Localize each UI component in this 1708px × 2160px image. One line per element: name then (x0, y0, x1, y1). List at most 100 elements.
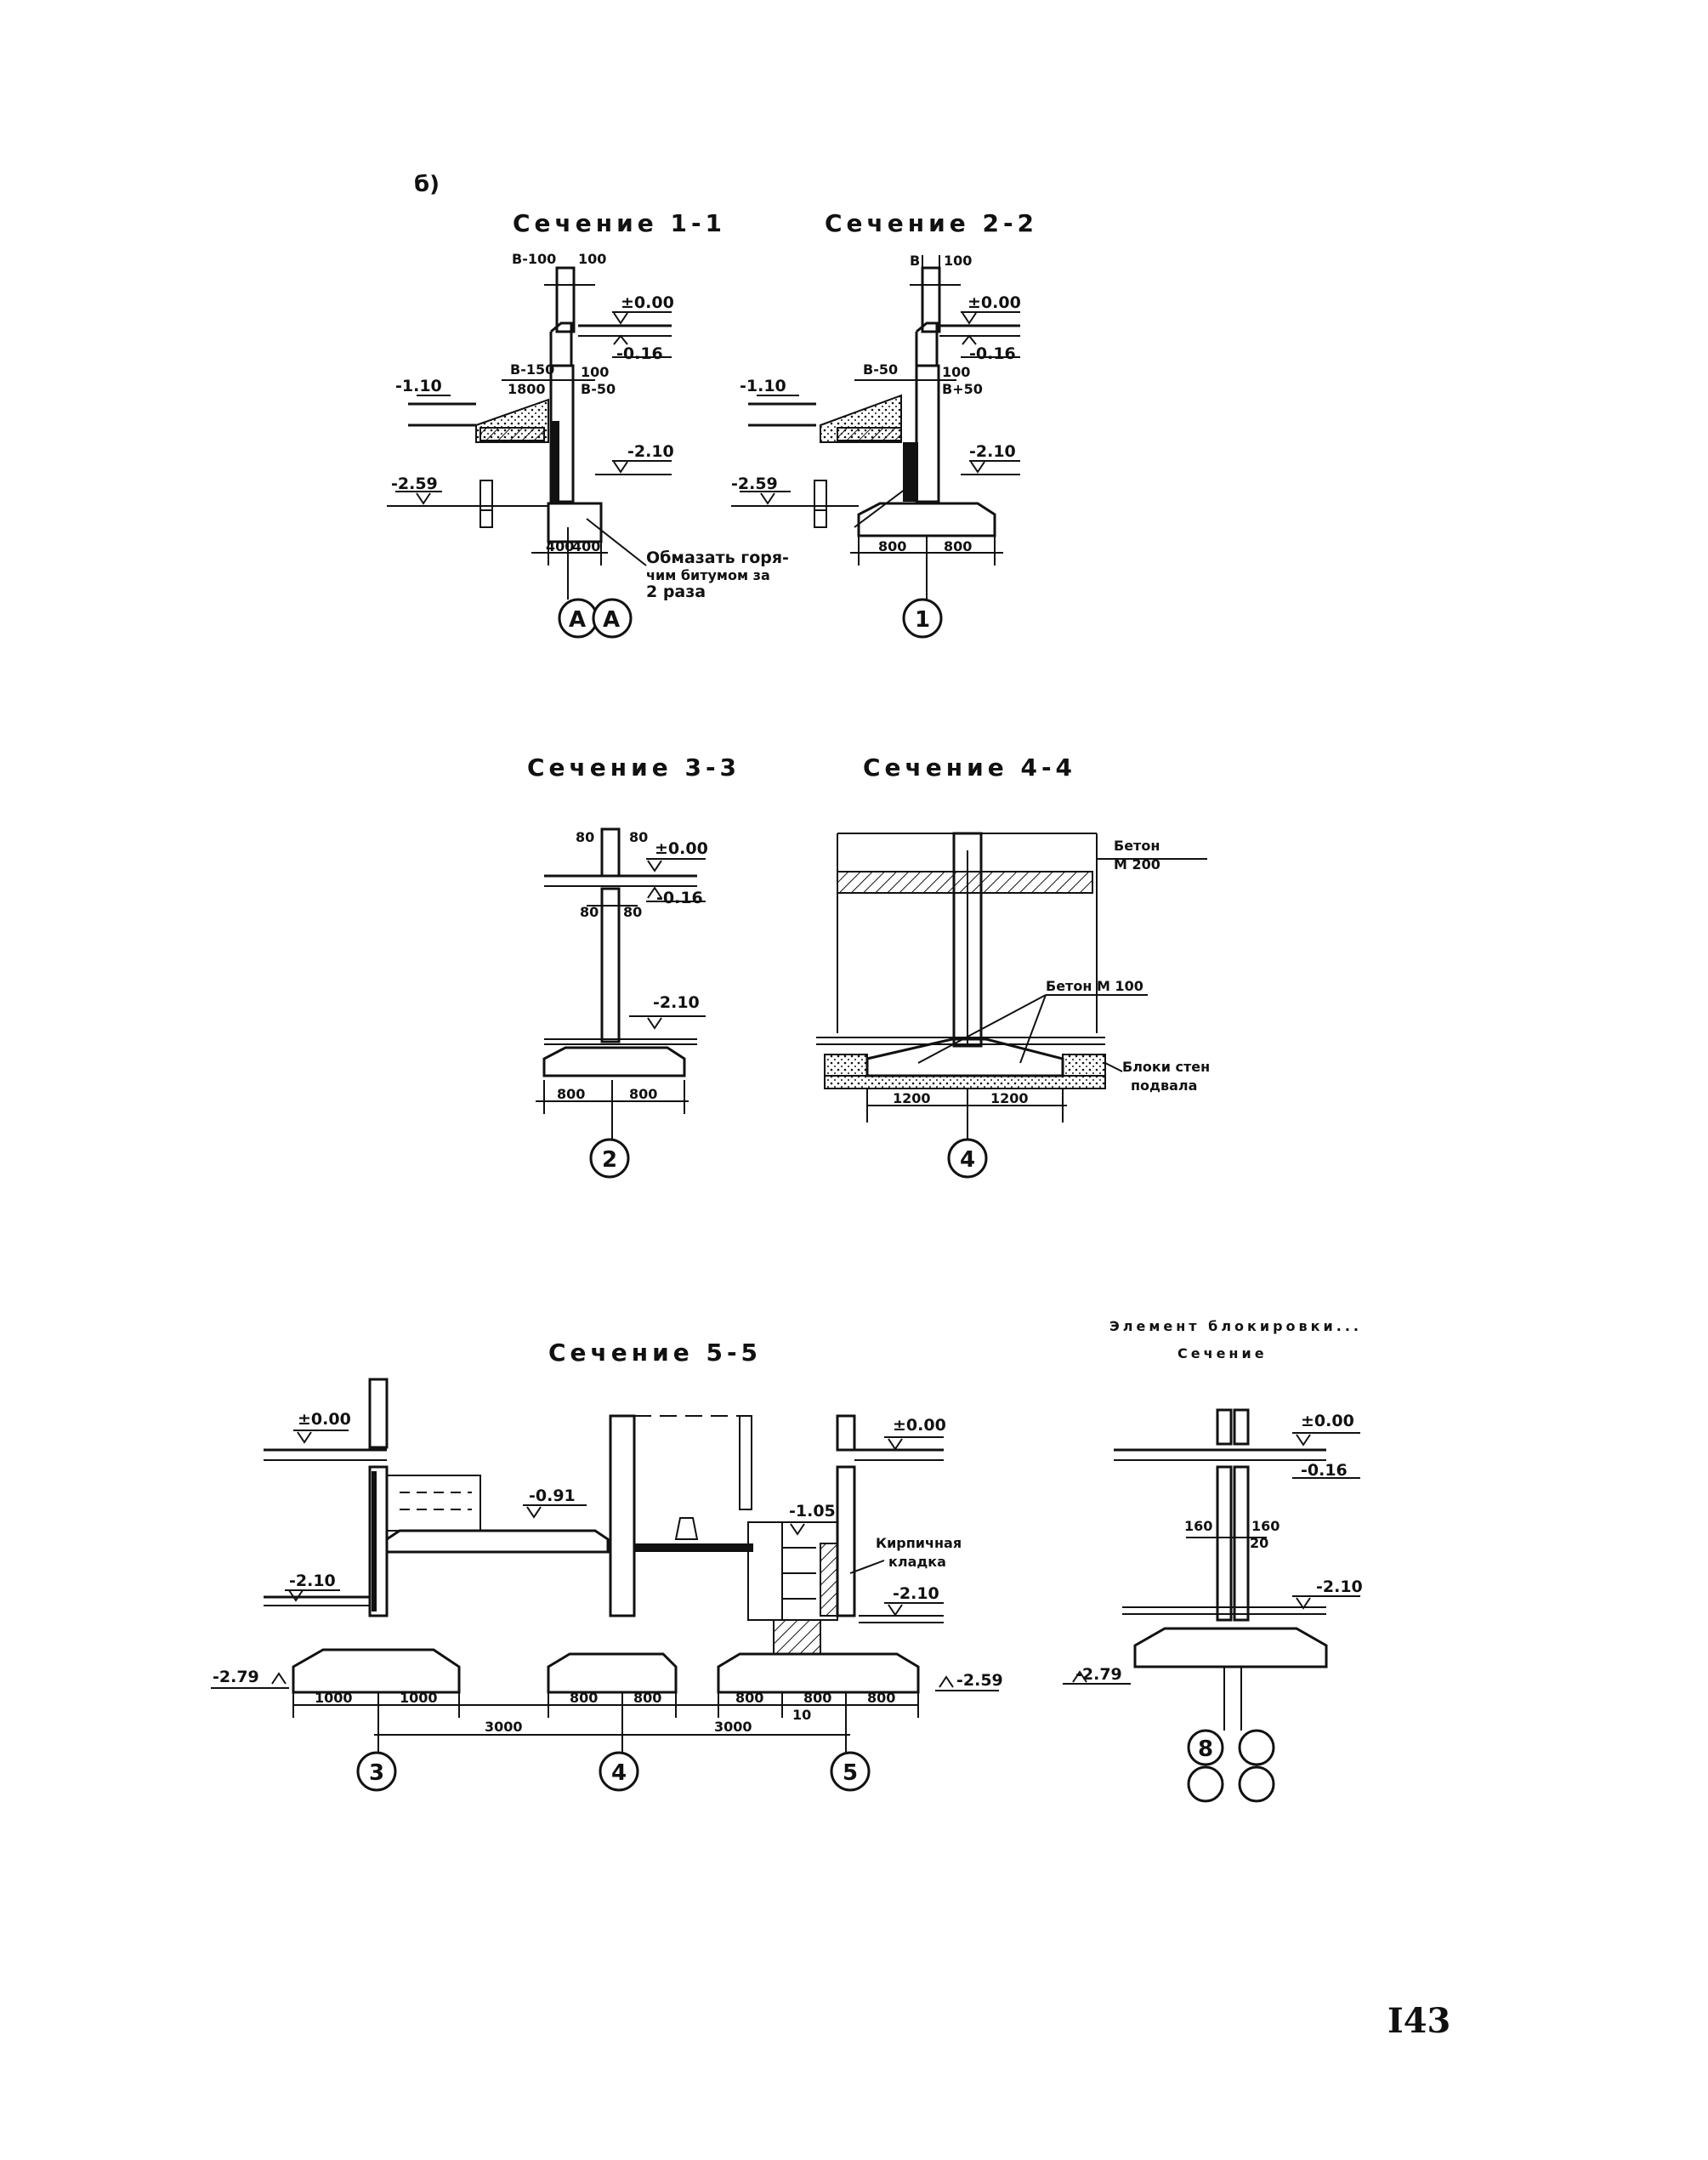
section-3-3: Сечение 3-3 80 80 80 80 ±0.00 -0.16 -2.1… (527, 753, 741, 1179)
svg-text:3000: 3000 (714, 1719, 752, 1735)
s55-axis-marker-5 (830, 1751, 871, 1792)
svg-text:100: 100 (578, 251, 606, 267)
s44-concrete-band (837, 871, 1093, 894)
svg-text:4: 4 (611, 1760, 627, 1786)
svg-text:3000: 3000 (485, 1719, 523, 1735)
svg-text:-2.79: -2.79 (213, 1668, 259, 1686)
s55-axis-marker-4 (599, 1751, 639, 1792)
svg-text:800: 800 (570, 1690, 598, 1706)
section-1-1: Сечение 1-1 B-100 100 ±0.00 -0.16 B-150 … (387, 209, 789, 639)
svg-text:-2.10: -2.10 (289, 1572, 336, 1590)
se-axis-marker-8 (1187, 1729, 1224, 1766)
svg-text:Бетон М 100: Бетон М 100 (1046, 978, 1143, 994)
svg-text:80: 80 (580, 904, 599, 920)
se-axis-marker-blank (1238, 1729, 1275, 1766)
s22-axis-marker (902, 598, 943, 639)
section-4-4: Сечение 4-4 Бетон М 200 Бетон М 100 Блок… (816, 753, 1210, 1179)
svg-text:-2.10: -2.10 (627, 442, 674, 461)
svg-text:-0.91: -0.91 (529, 1486, 576, 1505)
s55-footing-center (547, 1652, 678, 1694)
svg-text:10: 10 (792, 1707, 811, 1723)
svg-text:1200: 1200 (893, 1090, 931, 1106)
element-section-subtitle: Сечение (1177, 1345, 1268, 1361)
svg-text:М 200: М 200 (1114, 856, 1160, 873)
svg-text:±0.00: ±0.00 (967, 293, 1021, 312)
svg-text:800: 800 (629, 1086, 657, 1102)
svg-text:±0.00: ±0.00 (298, 1410, 351, 1429)
s33-axis-marker (589, 1138, 630, 1179)
svg-text:160: 160 (1184, 1518, 1212, 1534)
svg-text:800: 800 (944, 538, 972, 554)
se-axis-marker-blank-3 (1238, 1765, 1275, 1803)
s11-note-line2: чим битумом за (646, 567, 770, 583)
svg-text:-2.10: -2.10 (893, 1584, 939, 1603)
s33-footing (542, 1046, 686, 1077)
figure-label: б) (414, 172, 440, 197)
se-axis-marker-blank-2 (1187, 1765, 1224, 1803)
svg-text:800: 800 (557, 1086, 585, 1102)
svg-text:-2.79: -2.79 (1075, 1665, 1122, 1684)
s55-water-tank (386, 1475, 481, 1532)
se-footing (1133, 1627, 1328, 1668)
svg-text:800: 800 (735, 1690, 763, 1706)
svg-text:-0.16: -0.16 (1301, 1461, 1348, 1480)
svg-text:800: 800 (878, 538, 906, 554)
section-2-2-title: Сечение 2-2 (825, 209, 1038, 237)
svg-text:-2.59: -2.59 (731, 475, 778, 493)
svg-text:подвала: подвала (1131, 1077, 1197, 1094)
svg-text:8: 8 (1198, 1737, 1213, 1762)
svg-text:±0.00: ±0.00 (621, 293, 674, 312)
svg-text:±0.00: ±0.00 (893, 1416, 946, 1435)
svg-text:B-50: B-50 (581, 381, 616, 397)
svg-text:B-150: B-150 (510, 361, 554, 378)
svg-text:80: 80 (576, 829, 594, 845)
s11-note-line3: 2 раза (646, 583, 706, 601)
element-section: Элемент блокировки... Сечение ±0.00 -0.1… (1063, 1318, 1363, 1803)
svg-text:3: 3 (369, 1760, 384, 1786)
svg-text:-2.59: -2.59 (391, 475, 438, 493)
svg-text:800: 800 (803, 1690, 831, 1706)
svg-text:4: 4 (960, 1147, 975, 1173)
svg-text:400: 400 (546, 538, 574, 554)
svg-text:-2.10: -2.10 (1316, 1577, 1363, 1596)
svg-text:800: 800 (633, 1690, 661, 1706)
s55-brick-masonry (820, 1543, 838, 1617)
svg-text:-2.10: -2.10 (653, 993, 700, 1012)
svg-text:100: 100 (581, 364, 609, 380)
section-4-4-title: Сечение 4-4 (863, 753, 1076, 782)
svg-text:20: 20 (1250, 1535, 1268, 1551)
s55-footing-right (717, 1652, 920, 1694)
svg-text:-1.10: -1.10 (395, 377, 442, 395)
svg-text:2: 2 (602, 1147, 617, 1173)
svg-text:-0.16: -0.16 (656, 889, 703, 907)
svg-text:1800: 1800 (508, 381, 546, 397)
svg-text:1000: 1000 (400, 1690, 438, 1706)
svg-text:-0.16: -0.16 (616, 344, 663, 363)
svg-text:80: 80 (629, 829, 648, 845)
svg-text:80: 80 (623, 904, 642, 920)
element-section-title: Элемент блокировки... (1109, 1318, 1362, 1334)
svg-text:-0.16: -0.16 (969, 344, 1016, 363)
svg-text:A: A (569, 607, 586, 633)
section-3-3-title: Сечение 3-3 (527, 753, 741, 782)
svg-text:100: 100 (944, 253, 972, 269)
s55-brick-label-1: Кирпичная (876, 1535, 962, 1551)
svg-text:400: 400 (572, 538, 600, 554)
s44-axis-marker (947, 1138, 988, 1179)
svg-text:±0.00: ±0.00 (655, 839, 708, 858)
s11-footing (547, 502, 603, 543)
svg-text:5: 5 (843, 1760, 858, 1786)
s11-axis-marker-a2 (592, 598, 633, 639)
svg-text:±0.00: ±0.00 (1301, 1412, 1354, 1430)
svg-text:1000: 1000 (315, 1690, 353, 1706)
section-1-1-title: Сечение 1-1 (513, 209, 726, 237)
svg-text:-2.59: -2.59 (956, 1671, 1003, 1690)
s55-brick-label-2: кладка (888, 1554, 946, 1570)
svg-text:100: 100 (942, 364, 970, 380)
svg-text:A: A (603, 607, 620, 633)
section-5-5: Сечение 5-5 ±0.00 -2.10 -0.91 (211, 1339, 1003, 1792)
svg-text:B-100: B-100 (512, 251, 556, 267)
svg-text:-1.05: -1.05 (789, 1502, 836, 1521)
svg-text:-1.10: -1.10 (740, 377, 786, 395)
s11-note-line1: Обмазать горя- (646, 549, 789, 567)
